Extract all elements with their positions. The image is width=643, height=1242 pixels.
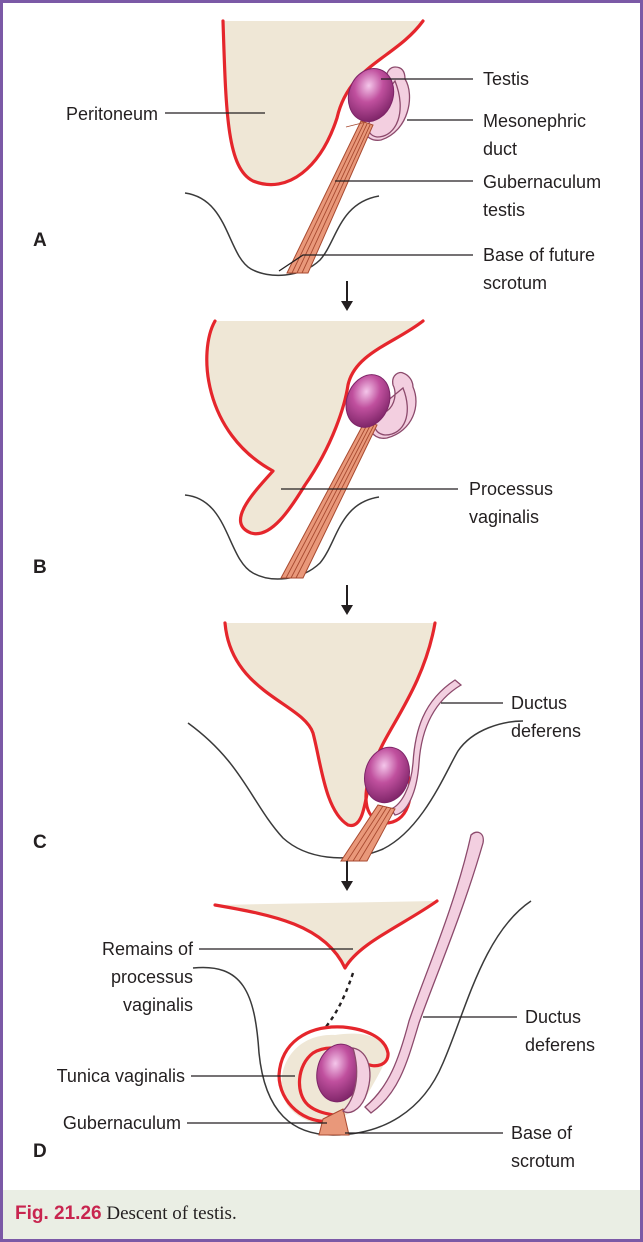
label-base-scrotum-line1: Base of <box>511 1123 573 1143</box>
label-gubernaculum-testis-line2: testis <box>483 200 525 220</box>
label-remains-line3: vaginalis <box>123 995 193 1015</box>
testis-descent-diagram: Peritoneum Testis Mesonephric duct Guber… <box>3 3 640 1190</box>
skin-contour-a <box>185 193 379 275</box>
label-remains-line1: Remains of <box>102 939 194 959</box>
figure-number: Fig. 21.26 <box>15 1203 102 1224</box>
label-processus-vaginalis-line1: Processus <box>469 479 553 499</box>
label-gubernaculum-d: Gubernaculum <box>63 1113 181 1133</box>
panel-c: Ductus deferens C <box>33 623 581 861</box>
label-ductus-deferens-c-line2: deferens <box>511 721 581 741</box>
label-processus-vaginalis-line2: vaginalis <box>469 507 539 527</box>
panel-a: Peritoneum Testis Mesonephric duct Guber… <box>33 21 601 293</box>
panel-letter-b: B <box>33 557 47 578</box>
label-tunica-vaginalis: Tunica vaginalis <box>57 1066 185 1086</box>
label-ductus-deferens-c-line1: Ductus <box>511 693 567 713</box>
ductus-deferens-d <box>365 832 483 1113</box>
label-ductus-deferens-d-line1: Ductus <box>525 1007 581 1027</box>
panel-letter-d: D <box>33 1141 47 1162</box>
label-base-scrotum-line2: scrotum <box>511 1151 575 1171</box>
arrow-a-to-b <box>341 281 353 311</box>
label-remains-line2: processus <box>111 967 193 987</box>
panel-d: Remains of processus vaginalis Tunica va… <box>33 832 595 1171</box>
label-peritoneum: Peritoneum <box>66 104 158 124</box>
panel-b: Processus vaginalis B <box>33 321 553 579</box>
label-testis: Testis <box>483 69 529 89</box>
remains-processus-vaginalis <box>325 973 353 1028</box>
caption-text: Descent of testis. <box>102 1203 237 1224</box>
panel-letter-c: C <box>33 832 47 853</box>
abdominal-cavity-c <box>225 623 435 825</box>
label-gubernaculum-testis-line1: Gubernaculum <box>483 172 601 192</box>
label-ductus-deferens-d-line2: deferens <box>525 1035 595 1055</box>
arrow-b-to-c <box>341 585 353 615</box>
caption-band: Fig. 21.26 Descent of testis. <box>3 1190 640 1239</box>
panel-letter-a: A <box>33 230 47 251</box>
arrow-c-to-d <box>341 861 353 891</box>
label-base-future-scrotum-line1: Base of future <box>483 245 595 265</box>
label-mesonephric-duct-line2: duct <box>483 139 517 159</box>
label-base-future-scrotum-line2: scrotum <box>483 273 547 293</box>
label-mesonephric-duct-line1: Mesonephric <box>483 111 586 131</box>
figure-caption: Fig. 21.26 Descent of testis. <box>15 1203 237 1225</box>
